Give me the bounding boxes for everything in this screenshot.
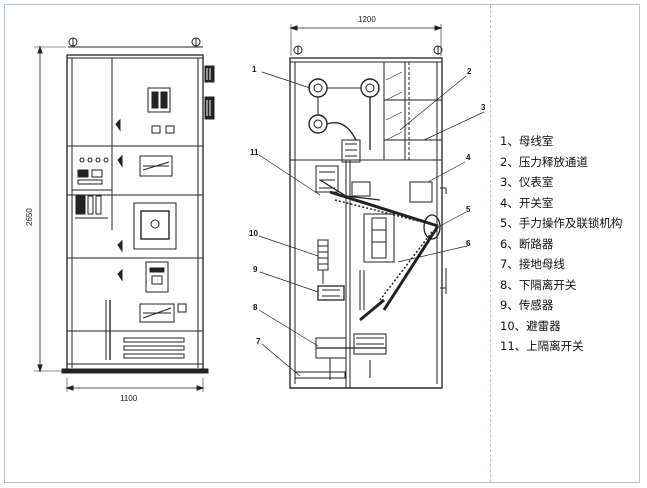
legend-item-8: 8、下隔离开关	[500, 277, 577, 292]
side-width-dimension: 1200	[358, 15, 376, 24]
legend-item-2: 2、压力释放通道	[500, 154, 588, 169]
side-view-drawing	[289, 24, 447, 389]
panel-divider	[490, 5, 491, 482]
callout-leaders	[258, 71, 485, 377]
legend-item-3: 3、仪表室	[500, 175, 554, 189]
front-view-drawing	[34, 37, 215, 392]
component-legend: 1、母线室 2、压力释放通道 3、仪表室 4、开关室 5、手力操作及联锁机构 6…	[500, 131, 642, 357]
legend-item-7: 7、接地母线	[500, 257, 565, 271]
legend-item-1: 1、母线室	[500, 134, 554, 148]
callout-9: 9	[253, 265, 258, 274]
legend-item-11: 11、上隔离开关	[500, 339, 584, 353]
callout-3: 3	[481, 103, 486, 112]
callout-4: 4	[466, 153, 471, 162]
callout-11: 11	[250, 148, 259, 157]
callout-8: 8	[253, 303, 258, 312]
legend-item-9: 9、传感器	[500, 298, 554, 312]
image-frame	[4, 4, 640, 483]
callout-1: 1	[252, 65, 257, 74]
callout-7: 7	[256, 337, 261, 346]
front-width-dimension: 1100	[120, 394, 138, 403]
legend-item-5: 5、手力操作及联锁机构	[500, 216, 623, 230]
callout-5: 5	[466, 205, 471, 214]
callout-6: 6	[466, 239, 471, 248]
legend-item-6: 6、断路器	[500, 236, 554, 251]
callout-2: 2	[467, 67, 472, 76]
legend-item-4: 4、开关室	[500, 195, 554, 210]
callout-10: 10	[249, 229, 258, 238]
legend-item-10: 10、避雷器	[500, 318, 561, 333]
front-height-dimension: 2650	[25, 208, 34, 226]
